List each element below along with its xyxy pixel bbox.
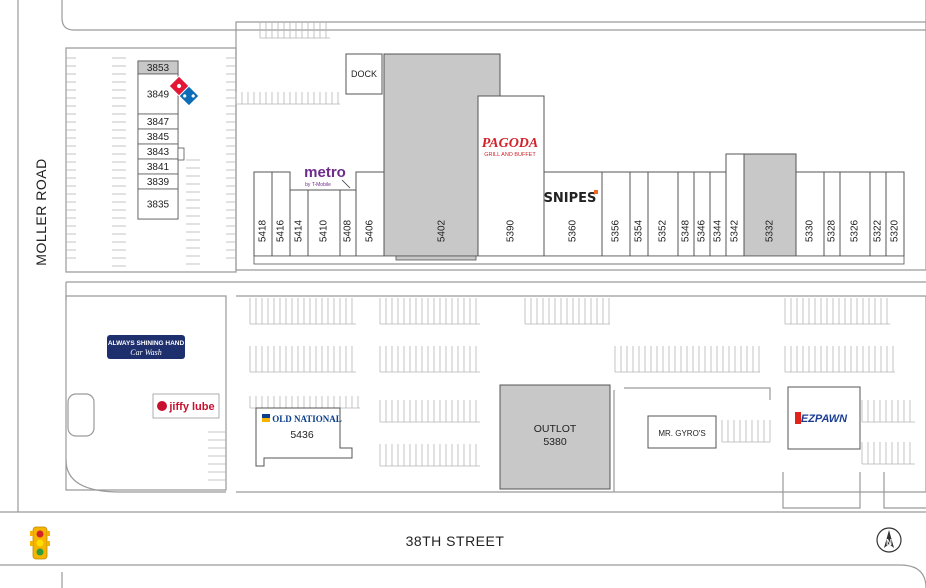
west-unit-label: 3843	[147, 147, 170, 158]
always-shining-car-wash-logo: ALWAYS SHINING HAND Car Wash	[107, 335, 185, 359]
main-unit-box	[839, 171, 871, 257]
main-unit-box	[629, 171, 649, 257]
metro-logo: metro by T-Mobile	[304, 164, 351, 189]
snipes-logo: SNIPES	[544, 190, 598, 206]
main-unit-box	[795, 171, 825, 257]
main-shopping-center: 5418 5416 5414 5410 5408 5406 5402 5390 5360 5356…	[253, 53, 905, 265]
west-unit-label: 3841	[147, 162, 170, 173]
main-unit-box	[543, 171, 603, 257]
main-unit-label: 5390	[506, 219, 517, 242]
main-unit-label: 5354	[634, 219, 645, 242]
main-unit-label: 5320	[890, 219, 901, 242]
parking-stalls	[66, 22, 915, 481]
main-unit-label: 5332	[765, 219, 776, 242]
outlot-building: OUTLOT 5380	[499, 384, 611, 490]
jiffy-lube-logo: jiffy lube	[152, 393, 220, 419]
outlot-number: 5380	[543, 436, 567, 448]
outlot-label: OUTLOT	[534, 423, 577, 435]
main-unit-box	[601, 171, 631, 257]
main-unit-label: 5322	[873, 219, 884, 242]
main-unit-label: 5406	[365, 219, 376, 242]
mr-gyros-label: MR. GYRO'S	[658, 429, 705, 438]
38th-street-label: 38TH STREET	[406, 533, 505, 549]
main-unit-box	[869, 171, 887, 257]
main-unit-label: 5408	[343, 219, 354, 242]
main-unit-label: 5402	[437, 219, 448, 242]
compass-north-icon: N	[876, 527, 902, 553]
main-unit-label: 5356	[611, 219, 622, 242]
west-unit-label: 3847	[147, 117, 170, 128]
metro-logo-text: metro	[304, 164, 346, 181]
main-unit-box	[885, 171, 905, 257]
pagoda-logo-text: PAGODA	[482, 136, 539, 151]
main-unit-label: 5416	[276, 219, 287, 242]
snipes-logo-text: SNIPES	[544, 191, 597, 206]
car-wash-logo-line1: ALWAYS SHINING HAND	[108, 340, 185, 347]
main-unit-label: 5330	[805, 219, 816, 242]
main-unit-box	[693, 171, 711, 257]
compass-label: N	[886, 538, 892, 547]
moller-road-label: MOLLER ROAD	[33, 158, 49, 265]
car-wash-logo-line2: Car Wash	[130, 348, 162, 357]
main-unit-box	[743, 153, 797, 257]
main-unit-label: 5418	[258, 219, 269, 242]
west-strip-building: 3853 3849 3847 3845 3843 3841 3839 3835	[137, 60, 185, 220]
main-unit-box	[253, 171, 273, 257]
main-unit-label: 5360	[568, 219, 579, 242]
main-unit-box	[823, 171, 841, 257]
main-unit-label: 5326	[850, 219, 861, 242]
main-unit-label: 5414	[294, 219, 305, 242]
main-unit-label: 5352	[658, 219, 669, 242]
dock-box: DOCK	[345, 53, 383, 95]
ez-pawn-building: EZPAWN	[787, 386, 861, 450]
jiffy-lube-logo-text: jiffy lube	[168, 401, 214, 413]
main-unit-box	[647, 171, 679, 257]
west-unit-box	[137, 188, 179, 220]
pagoda-logo-sub: GRILL AND BUFFET	[484, 152, 536, 158]
traffic-light-icon	[30, 526, 50, 560]
main-unit-box	[355, 171, 385, 257]
main-unit-label: 5342	[730, 219, 741, 242]
main-unit-box	[709, 171, 727, 257]
west-unit-label: 3839	[147, 177, 170, 188]
main-unit-box	[677, 171, 695, 257]
old-national-logo-text: OLD NATIONAL	[272, 414, 342, 424]
west-unit-label: 3835	[147, 200, 170, 211]
dock-label: DOCK	[351, 69, 377, 79]
ez-pawn-logo-text: EZPAWN	[801, 413, 848, 425]
dominos-logo-icon	[168, 75, 200, 107]
pagoda-logo: PAGODA GRILL AND BUFFET	[482, 136, 539, 158]
metro-logo-sub: by T-Mobile	[305, 182, 331, 188]
west-unit-label: 3845	[147, 132, 170, 143]
main-unit-label: 5348	[681, 219, 692, 242]
mr-gyros-building: MR. GYRO'S	[647, 415, 717, 449]
old-national-number: 5436	[290, 429, 314, 441]
main-unit-label: 5346	[697, 219, 708, 242]
main-unit-box	[477, 95, 545, 257]
main-unit-label: 5344	[713, 219, 724, 242]
main-unit-label: 5410	[319, 219, 330, 242]
old-national-building: OLD NATIONAL 5436	[255, 407, 353, 467]
main-unit-box	[271, 171, 291, 257]
main-unit-label: 5328	[827, 219, 838, 242]
west-unit-label: 3849	[147, 90, 170, 101]
west-unit-label: 3853	[147, 63, 170, 74]
